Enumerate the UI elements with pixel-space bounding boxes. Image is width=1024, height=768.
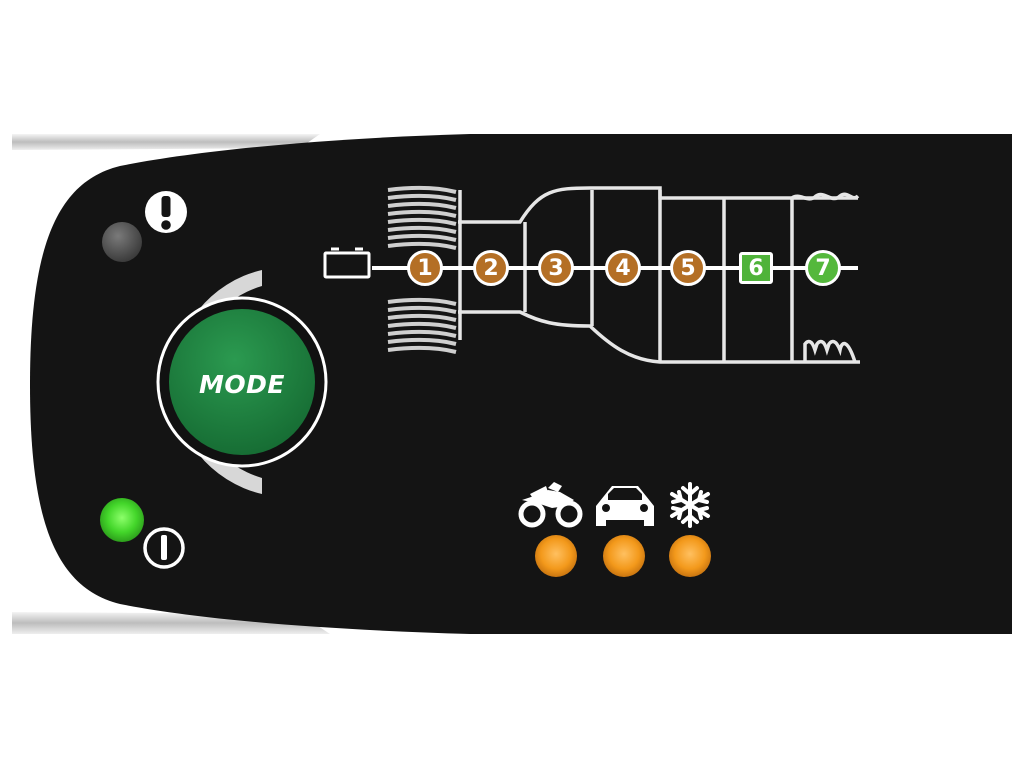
charge-step-7: 7 (805, 250, 841, 286)
car-mode-led (603, 535, 645, 577)
motorcycle-mode-led (535, 535, 577, 577)
charge-step-4: 4 (605, 250, 641, 286)
charge-step-3: 3 (538, 250, 574, 286)
power-icon (143, 527, 185, 569)
charge-step-2: 2 (473, 250, 509, 286)
snowflake-mode-led (669, 535, 711, 577)
car-icon (596, 486, 654, 526)
charge-step-6: 6 (739, 252, 773, 284)
power-led (100, 498, 144, 542)
exclamation-icon (145, 191, 187, 233)
snowflake-icon (670, 482, 710, 528)
charge-step-1: 1 (407, 250, 443, 286)
coil-bottom (387, 297, 457, 354)
error-led (102, 222, 142, 262)
coil-top (387, 185, 457, 250)
battery-icon (323, 247, 371, 279)
charge-step-5: 5 (670, 250, 706, 286)
motorcycle-icon (518, 482, 583, 528)
mode-button[interactable] (169, 309, 315, 455)
